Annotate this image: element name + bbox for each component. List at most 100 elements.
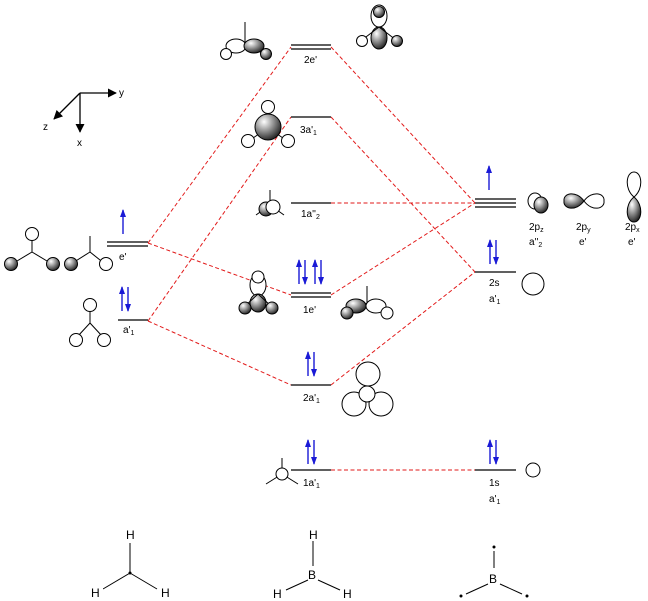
boron-2px-label-group: 2px e' [625,222,640,248]
svg-text:2pz: 2pz [529,222,544,234]
ligand-level-e-prime: e' [107,208,148,263]
mo-2e-orbital-left [220,22,272,60]
structure-h3: H H H [89,527,172,600]
corr-2e-to-2p [330,46,476,204]
boron-2py-sub: y [587,227,591,234]
mo-1e-label: 1e' [303,305,316,316]
h3-atom-top: H [126,528,135,542]
boron-2py-label-group: 2py e' [576,222,591,248]
svg-text:2py: 2py [576,222,591,234]
mo-2e-orbital-right [356,4,403,50]
svg-text:1a'1: 1a'1 [303,478,320,490]
mo-1a2-orbital [255,190,285,217]
mo-3a1-orbital [241,100,295,148]
corr-a1-to-3a1 [147,116,292,322]
electron-down [310,351,318,378]
mo-1a1-sub: 1 [316,483,320,490]
radical-dot [459,594,463,598]
boron-1s-sym-sub: 1 [496,499,500,506]
boron-2px-orbital [626,171,642,223]
ligand-e-orbital-1 [4,227,60,271]
boron-2px-sub: x [636,227,640,234]
axis-frame: y z x [43,88,124,149]
boron-2py-sym: e' [579,237,587,248]
electron-up [304,350,312,377]
svg-text:3a'1: 3a'1 [300,125,317,137]
mo-level-2e-prime: 2e' [291,44,331,66]
mo-level-2a1-prime: 2a'1 [291,350,331,405]
svg-text:a'1: a'1 [123,325,134,337]
electron-down [492,239,500,266]
axis-label-x: x [77,138,82,149]
boron-1s-label: 1s [489,478,500,489]
ligand-e-orbital-2 [64,236,113,271]
boron-2pz-sym: a'' [529,237,538,248]
mo-3a1-sub: 1 [313,130,317,137]
boron-2px-label: 2p [625,222,637,233]
svg-text:a'1: a'1 [489,294,500,306]
electron-up [304,438,312,465]
ligand-a1-sub: 1 [130,330,134,337]
structure-boron: B [459,545,529,598]
bh3-atom-top-h: H [309,528,318,542]
boron-2pz-label: 2p [529,222,541,233]
boron-2pz-sym-sub: 2 [538,242,542,249]
corr-a1-to-2a1 [147,320,292,386]
mo-level-1a2-double-prime: 1a''2 [291,202,331,221]
electron-up [118,285,126,312]
svg-text:e': e' [119,252,127,263]
boron-2s-sym-sub: 1 [496,299,500,306]
correlation-lines [147,46,476,471]
center-dot [128,571,132,575]
h3-atom-left: H [91,586,100,600]
boron-2pz-orbital [527,192,549,214]
electron-down [317,259,325,286]
svg-text:2a'1: 2a'1 [303,393,320,405]
boron-2pz-sub: z [540,227,544,234]
bh3-atom-left-h: H [273,587,282,601]
boron-2pz-label-group: 2pz a''2 [529,222,544,249]
boron-1s-orbital [525,462,541,478]
electron-down [310,439,318,466]
boron-level-1s: 1s a'1 [475,438,516,506]
electron-up [119,208,127,235]
mo-1a1-orbital [265,458,299,485]
axis-label-z: z [43,122,48,133]
electron-up [311,258,319,285]
corr-1e-to-2p [330,202,476,296]
boron-atom: B [489,572,497,586]
h3-atom-right: H [161,586,170,600]
bh3-atom-right-h: H [343,587,352,601]
electron-down [301,259,309,286]
corr-3a1-to-2s [330,116,476,273]
mo-1e-orbital-right [340,286,394,320]
radical-dot [525,594,529,598]
mo-2a1-label: 2a' [303,393,316,404]
mo-3a1-label: 3a' [300,125,313,136]
svg-text:1a''2: 1a''2 [301,209,320,221]
svg-text:2e': 2e' [304,55,317,66]
boron-2py-label: 2p [576,222,588,233]
svg-text:1e': 1e' [303,305,316,316]
electron-down [124,286,132,313]
boron-2s-orbital [521,272,545,296]
electron-up [486,238,494,265]
ligand-a1-orbital [69,298,111,347]
mo-level-1a1-prime: 1a'1 [291,438,331,490]
corr-e-to-1e [147,242,292,296]
mo-level-3a1-prime: 3a'1 [291,116,331,137]
mo-1e-orbital-left [238,270,279,315]
axis-label-y: y [119,88,124,99]
boron-1s-sym: a' [489,494,497,505]
boron-level-2p [475,164,516,208]
mo-level-1e-prime: 1e' [291,258,331,316]
ligand-a1-label: a' [123,325,131,336]
bh3-atom-b: B [308,568,316,582]
boron-2s-label: 2s [489,278,500,289]
electron-down [492,439,500,466]
ligand-e-prime-label: e' [119,252,127,263]
mo-1a2-label: 1a'' [301,209,316,220]
mo-1a2-sub: 2 [316,214,320,221]
mo-2e-label: 2e' [304,55,317,66]
electron-up [485,164,493,191]
